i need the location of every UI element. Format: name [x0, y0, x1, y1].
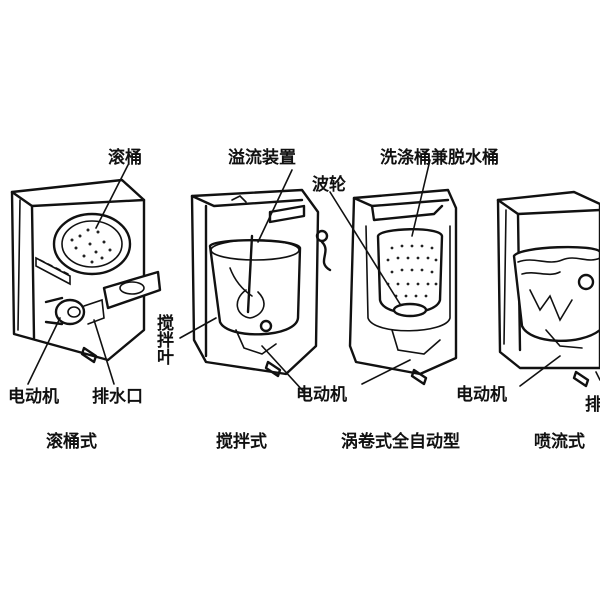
label-drain-4: 排 [585, 394, 600, 415]
agitator-washer-drawing [179, 169, 332, 393]
caption-agitator: 搅拌式 [216, 431, 267, 452]
label-drain-1: 排水口 [92, 386, 143, 407]
label-motor-3: 电动机 [456, 384, 507, 405]
label-pulsator: 波轮 [312, 174, 346, 195]
label-overflow-device: 溢流装置 [228, 147, 296, 168]
label-wash-spin-tub: 洗涤桶兼脱水桶 [380, 147, 499, 168]
label-drum-tub: 滚桶 [108, 147, 142, 168]
caption-jet: 喷流式 [534, 431, 585, 452]
label-motor-1: 电动机 [8, 386, 59, 407]
pulsator-washer-drawing [329, 159, 458, 386]
drum-washer-drawing [10, 164, 162, 385]
label-agitator-blade: 搅拌叶 [153, 313, 174, 366]
jet-washer-drawing [496, 190, 600, 388]
caption-pulsator-auto: 涡卷式全自动型 [341, 431, 460, 452]
label-motor-2: 电动机 [296, 384, 347, 405]
caption-drum: 滚桶式 [46, 431, 97, 452]
